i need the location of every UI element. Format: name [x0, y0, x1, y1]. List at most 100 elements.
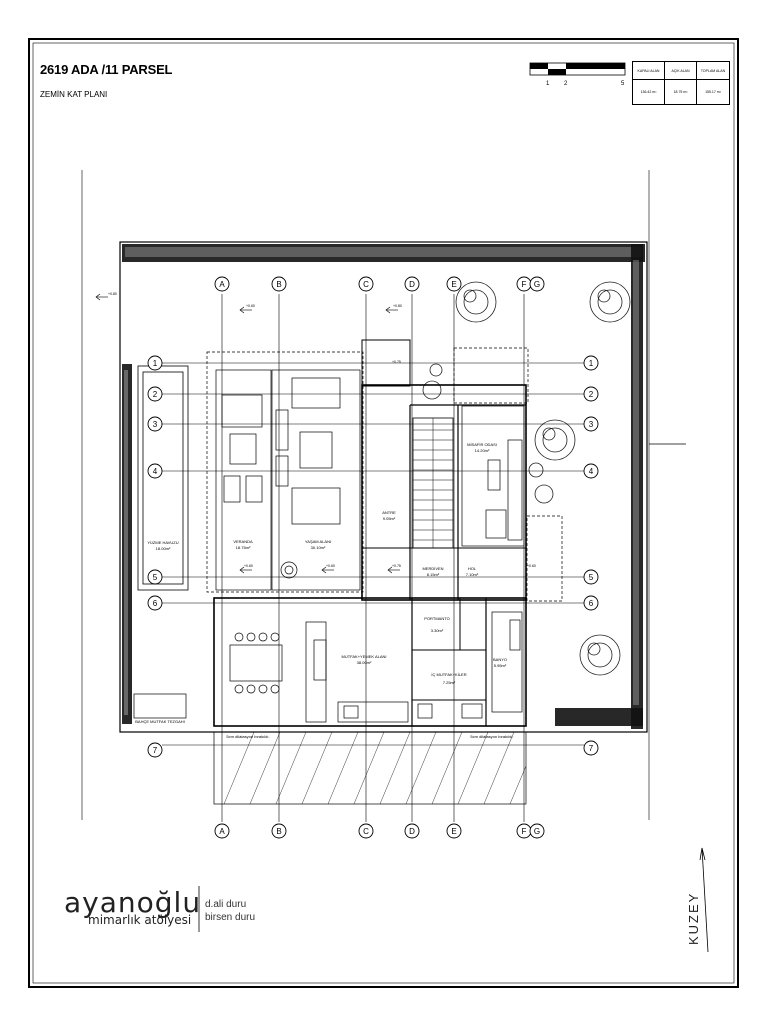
- axis-label-1-right: 1: [589, 359, 594, 368]
- room-guest-area: 14.20m²: [475, 448, 490, 453]
- room-veranda-area: 18.75m²: [236, 545, 251, 550]
- room-entrance-label: ANTRE: [382, 510, 396, 515]
- architect-name-1: d.ali duru: [205, 899, 247, 910]
- axis-label-3-left: 3: [153, 420, 158, 429]
- room-stairs-area: 8.15m²: [427, 572, 440, 577]
- tree-symbols: [422, 281, 631, 676]
- axis-label-f-bottom: F: [522, 827, 527, 836]
- axis-label-4-right: 4: [589, 467, 594, 476]
- level-marker-8: +0.60: [527, 564, 536, 568]
- drawing-title: 2619 ADA /11 PARSEL: [40, 62, 173, 77]
- dilatation-note-2: 5cm dilatasyon bırakıldı.: [470, 734, 513, 739]
- axis-label-3-right: 3: [589, 420, 594, 429]
- area-table: KAPALI ALAN AÇIK ALAN TOPLAM ALAN 136.42…: [632, 61, 730, 105]
- axis-label-7-right: 7: [589, 744, 594, 753]
- axis-label-f-top: F: [522, 280, 527, 289]
- room-stairs-label: MERDİVEN: [422, 566, 443, 571]
- room-pool-label: YÜZME HAVUZU: [147, 540, 178, 545]
- level-marker-6: +0.60: [326, 564, 335, 568]
- area-header-open: AÇIK ALAN: [665, 62, 697, 80]
- room-living-area: 30.10m²: [311, 545, 326, 550]
- overhang-outline: [206, 351, 364, 593]
- brand-subtitle: mimarlık atölyesi: [88, 913, 192, 927]
- axis-label-c-bottom: C: [363, 827, 369, 836]
- garden-kitchen-label: BAHÇE MUTFAK TEZGAHI: [135, 719, 185, 724]
- axis-label-1-left: 1: [153, 359, 158, 368]
- staircase: [412, 417, 454, 549]
- level-marker-3: +0.80: [393, 304, 402, 308]
- room-hall-label: HOL: [468, 566, 477, 571]
- level-marker-7: +0.75: [392, 564, 401, 568]
- level-arrows: [95, 293, 400, 574]
- room-inner-kitchen-area: 7.25m²: [443, 680, 456, 685]
- room-hall-area: 7.10m²: [466, 572, 479, 577]
- hedge: [122, 244, 645, 729]
- axis-lines-vertical: [221, 294, 525, 822]
- area-header-total: TOPLAM ALAN: [697, 62, 729, 80]
- axis-label-a-top: A: [219, 280, 225, 289]
- axis-label-4-left: 4: [153, 467, 158, 476]
- room-inner-kitchen-label: İÇ MUTFAK+KİLER: [431, 672, 466, 677]
- veranda-furniture: [215, 369, 272, 591]
- outer-border: [28, 38, 739, 988]
- axis-bubbles-right: [583, 355, 599, 756]
- inner-border: [32, 42, 735, 984]
- north-arrow: [699, 847, 709, 953]
- scale-bar: [529, 62, 626, 76]
- axis-lines-horizontal: [162, 362, 584, 746]
- room-wardrobe-label: PORTMANTO: [424, 616, 449, 621]
- room-bath-area: 5.95m²: [494, 663, 507, 668]
- axis-bubbles-top: [214, 276, 545, 292]
- area-value-total: 155.17 m²: [705, 90, 721, 94]
- area-value-open: 18.75 m²: [665, 80, 697, 104]
- north-label: KUZEY: [686, 891, 701, 945]
- room-pool-area: 18.00m²: [156, 546, 171, 551]
- axis-label-g-top: G: [534, 280, 540, 289]
- room-wardrobe-area: 3.30m²: [431, 628, 444, 633]
- axis-label-c-top: C: [363, 280, 369, 289]
- kitchen-furniture: [133, 621, 483, 723]
- level-marker-2: +0.60: [246, 304, 255, 308]
- room-veranda-label: VERANDA: [233, 539, 253, 544]
- level-marker-5: +0.75: [392, 360, 401, 364]
- axis-label-b-bottom: B: [276, 827, 281, 836]
- swimming-pool: [137, 365, 189, 591]
- level-marker-1: +0.80: [108, 292, 117, 296]
- scale-label-2: 2: [564, 81, 568, 87]
- dilatation-note-1: 5cm dilatasyon bırakıldı.: [226, 734, 269, 739]
- axis-label-2-left: 2: [153, 390, 158, 399]
- living-furniture: [271, 369, 361, 591]
- room-kitchen-label: MUTFAK+YEMEK ALANI: [341, 654, 386, 659]
- axis-label-6-right: 6: [589, 599, 594, 608]
- room-entrance-area: 9.05m²: [383, 516, 396, 521]
- area-value-closed: 136.42 m²: [633, 80, 665, 104]
- brand-logo: ayanoğlu: [64, 886, 202, 919]
- architect-names: d.ali duru birsen duru: [205, 898, 255, 924]
- axis-bubbles-bottom: [214, 823, 545, 839]
- drawing-subtitle: ZEMİN KAT PLANI: [40, 90, 108, 99]
- room-living-label: YAŞAM ALANI: [305, 539, 331, 544]
- scale-label-5: 5: [621, 81, 625, 87]
- axis-label-7-left: 7: [153, 746, 158, 755]
- axis-bubbles-left: [147, 355, 163, 758]
- hatched-ground: [213, 731, 527, 805]
- axis-label-g-bottom: G: [534, 827, 540, 836]
- axis-label-d-bottom: D: [409, 827, 415, 836]
- building-walls: [213, 339, 527, 727]
- axis-label-e-top: E: [451, 280, 456, 289]
- axis-label-e-bottom: E: [451, 827, 456, 836]
- room-bath-label: BANYO: [493, 657, 507, 662]
- room-guest-label: MİSAFİR ODASI: [467, 442, 497, 447]
- axis-label-b-top: B: [276, 280, 281, 289]
- architect-name-2: birsen duru: [205, 912, 256, 923]
- axis-label-5-left: 5: [153, 573, 158, 582]
- axis-label-5-right: 5: [589, 573, 594, 582]
- axis-label-a-bottom: A: [219, 827, 225, 836]
- axis-label-d-top: D: [409, 280, 415, 289]
- level-marker-4: +0.60: [244, 564, 253, 568]
- axis-label-2-right: 2: [589, 390, 594, 399]
- axis-label-6-left: 6: [153, 599, 158, 608]
- scale-label-1: 1: [546, 81, 550, 87]
